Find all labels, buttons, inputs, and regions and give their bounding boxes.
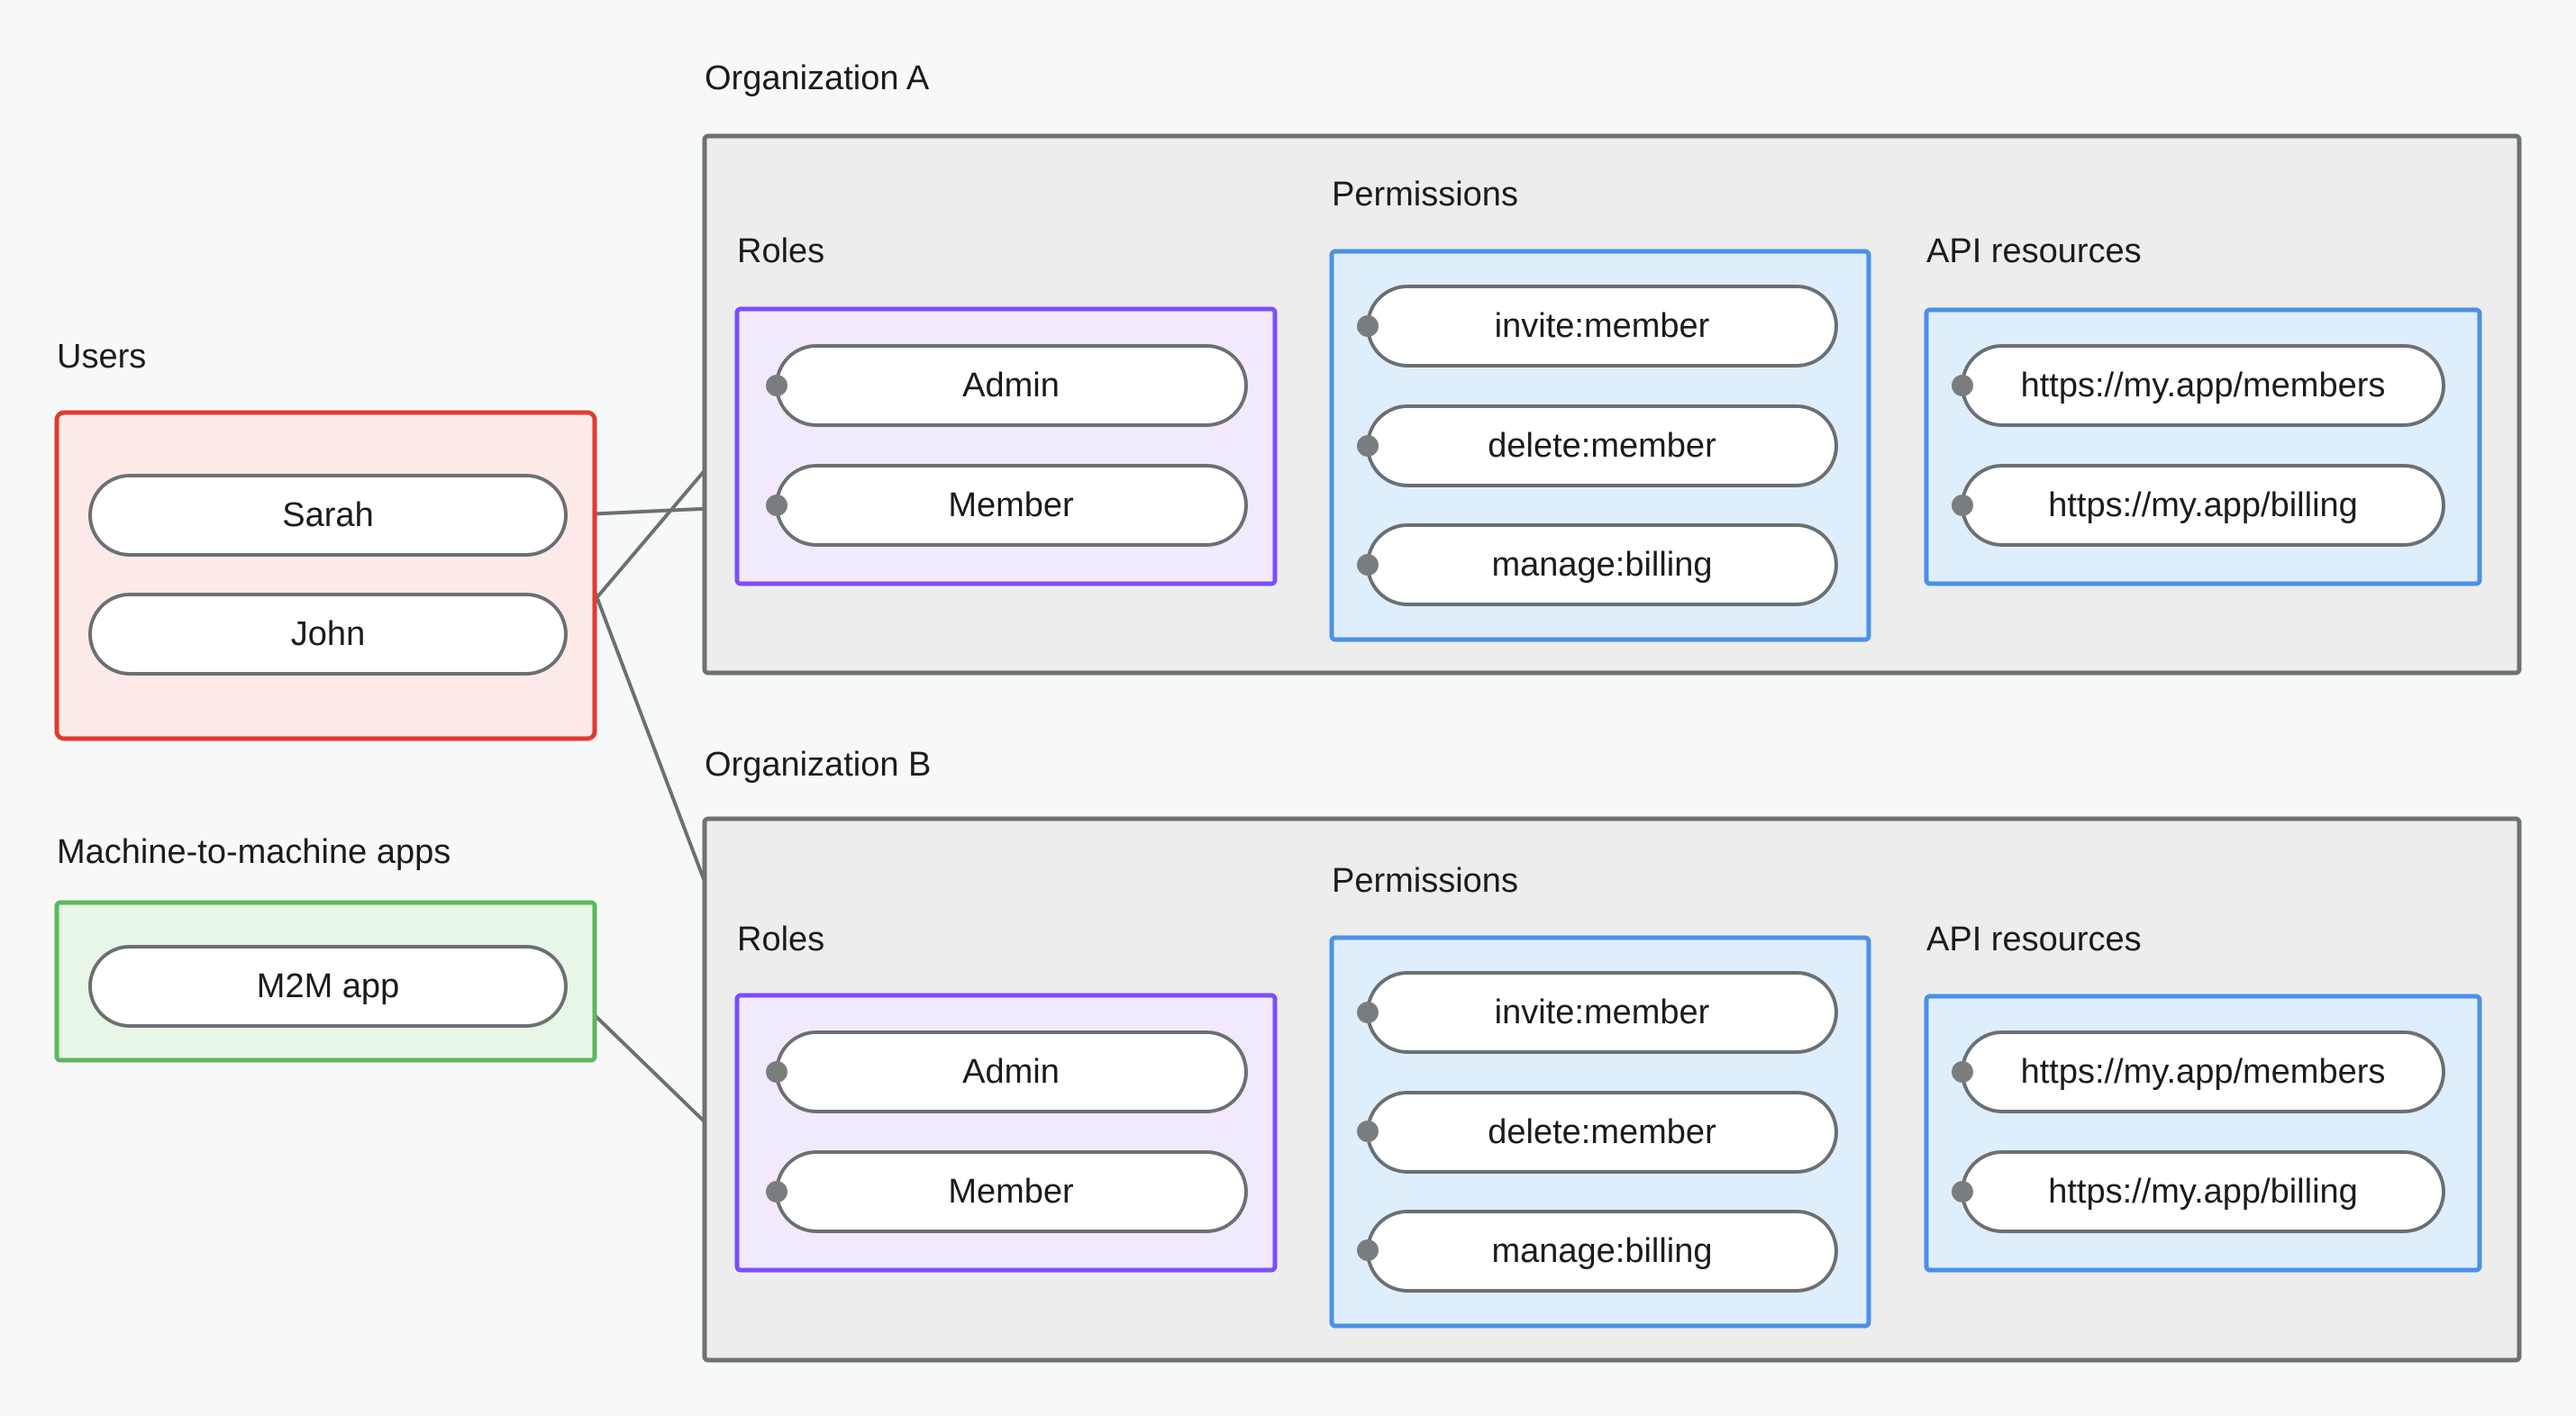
joint-orgA-billing-left [1357,554,1379,576]
orgA-permission-manage-billing[interactable]: manage:billing [1366,523,1838,606]
users-section-title: Users [57,338,146,376]
joint-orgA-admin-left [766,375,787,396]
orgA-permission-manage-billing-label: manage:billing [1491,546,1712,584]
orgB-role-admin-label: Admin [962,1053,1060,1091]
joint-orgA-invite-left [1357,315,1379,337]
orgA-api-resource-members-label: https://my.app/members [2021,367,2386,404]
users-node-john-pill[interactable] [88,593,568,676]
orgA-role-admin-label: Admin [962,367,1060,404]
orgA-role-member-label: Member [948,486,1074,524]
orgA-api-resources-title: API resources [1926,232,2142,270]
m2m-section-title: Machine-to-machine apps [57,833,451,871]
joint-orgB-billing-left [1357,1239,1379,1261]
users-node-john-label: John [291,615,365,653]
orgB-api-resource-members-label: https://my.app/members [2021,1053,2386,1091]
orgB-permission-manage-billing-label: manage:billing [1491,1232,1712,1270]
orgB-api-resources-title: API resources [1926,921,2142,958]
joint-orgB-api-members-left [1952,1061,1973,1083]
orgB-permission-invite-member[interactable]: invite:member [1366,971,1838,1054]
orgA-role-member[interactable]: Member [775,464,1248,547]
users-node-john[interactable]: John [88,593,568,676]
joint-orgB-delete-left [1357,1121,1379,1142]
m2m-node-app[interactable]: M2M app [88,945,568,1028]
joint-orgB-member-left [766,1181,787,1203]
joint-orgA-api-members-left [1952,375,1973,396]
orgA-permission-delete-member-label: delete:member [1488,427,1716,465]
users-group-box [54,410,597,741]
joint-orgB-api-billing-left [1952,1181,1973,1203]
orgB-role-admin[interactable]: Admin [775,1030,1248,1113]
joint-orgA-api-billing-left [1952,495,1973,516]
organization-a: Organization A Roles Admin Member Permis… [702,59,2522,676]
orgA-permission-delete-member[interactable]: delete:member [1366,404,1838,487]
orgB-permission-manage-billing[interactable]: manage:billing [1366,1210,1838,1293]
orgB-permission-delete-member-label: delete:member [1488,1113,1716,1151]
orgA-api-resource-billing-label: https://my.app/billing [2048,486,2358,524]
organization-b: Organization B Roles Admin Member Permis… [702,746,2522,1363]
organization-b-title: Organization B [705,746,931,784]
users-node-sarah[interactable]: Sarah [88,474,568,557]
orgB-permissions-title: Permissions [1332,862,1518,900]
users-node-sarah-pill[interactable] [88,474,568,557]
users-section: Users Sarah John [54,338,597,741]
orgB-api-resource-billing-label: https://my.app/billing [2048,1173,2358,1211]
orgA-permission-invite-member-label: invite:member [1495,307,1710,345]
m2m-section: Machine-to-machine apps M2M app [54,833,597,1063]
organization-a-title: Organization A [705,59,930,97]
joint-orgB-admin-left [766,1061,787,1083]
orgA-permissions-title: Permissions [1332,176,1518,213]
orgA-api-resource-members[interactable]: https://my.app/members [1961,344,2445,427]
orgB-api-resource-billing[interactable]: https://my.app/billing [1961,1150,2445,1233]
m2m-node-app-label: M2M app [257,967,399,1005]
orgB-role-member-label: Member [948,1173,1074,1211]
joint-orgB-invite-left [1357,1002,1379,1023]
users-node-sarah-label: Sarah [282,496,373,534]
m2m-node-app-pill[interactable] [88,945,568,1028]
joint-orgA-member-left [766,495,787,516]
orgB-permission-delete-member[interactable]: delete:member [1366,1091,1838,1174]
joint-layer [766,315,1973,1261]
orgA-permission-invite-member[interactable]: invite:member [1366,285,1838,368]
orgA-role-admin[interactable]: Admin [775,344,1248,427]
orgB-role-member[interactable]: Member [775,1150,1248,1233]
orgB-api-resource-members[interactable]: https://my.app/members [1961,1030,2445,1113]
orgB-permission-invite-member-label: invite:member [1495,994,1710,1031]
orgB-roles-title: Roles [737,921,824,958]
orgA-roles-title: Roles [737,232,824,270]
orgA-api-resource-billing[interactable]: https://my.app/billing [1961,464,2445,547]
joint-orgA-delete-left [1357,435,1379,457]
